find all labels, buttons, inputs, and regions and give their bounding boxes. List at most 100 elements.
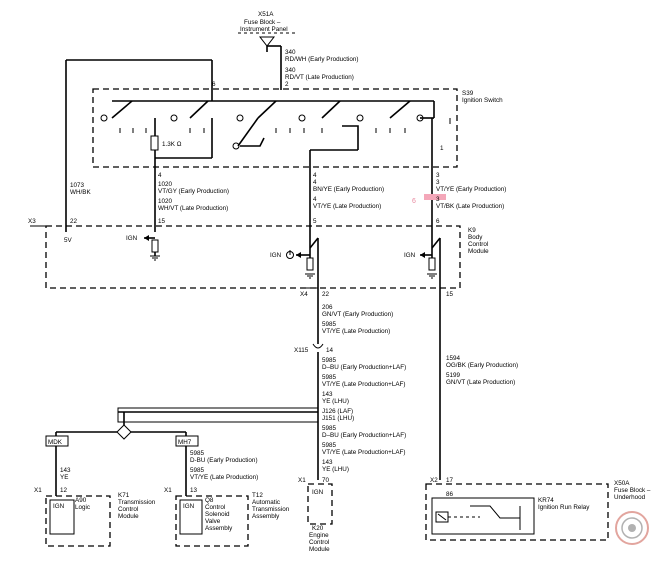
solenoid-box xyxy=(179,499,203,535)
fuse-block-uh-id: X50A xyxy=(614,480,630,487)
mid-c5985b-color: D–BU (Early Production+LAF) xyxy=(322,364,406,371)
wire-left-c2: 1020 xyxy=(158,198,173,205)
switch-arm xyxy=(389,100,411,119)
wire-left-c2-color: WH/VT (Late Production) xyxy=(158,205,228,212)
bcm-5v: 5V xyxy=(64,237,73,244)
feed-340-late-color: RD/VT (Late Production) xyxy=(285,74,354,81)
ground-icon xyxy=(305,273,315,279)
relay-pin2: 86 xyxy=(446,491,454,498)
switch-arm xyxy=(321,100,341,119)
bcm-name-2: Control xyxy=(468,241,488,248)
bcm-right-resistor xyxy=(428,257,436,271)
switch-arm xyxy=(257,100,277,119)
ignition-switch-box xyxy=(92,88,458,168)
sol-x: X1 xyxy=(164,487,172,494)
tcm-pin: 12 xyxy=(60,487,68,494)
tcm-sub: A90 xyxy=(75,497,87,504)
splice-x115: X115 xyxy=(294,347,309,354)
mid-c5985d: 5985 xyxy=(322,425,337,432)
wire-5v-circuit: 1073 xyxy=(70,182,85,189)
bcm-pin22: 22 xyxy=(70,218,78,225)
t12-id: T12 xyxy=(252,492,263,499)
wire-right-c1-color: VT/YE (Early Production) xyxy=(436,186,506,193)
wire-mid-c1: 4 xyxy=(313,179,317,186)
bcm-name-3: Module xyxy=(468,248,489,255)
fuse-block-ip-name-1: Fuse Block – xyxy=(244,19,281,26)
bcm-ign-mid: IGN xyxy=(270,252,282,259)
watermark-logo xyxy=(615,511,649,545)
mid-c206: 206 xyxy=(322,304,333,311)
fuse-block-uh-name-2: Underhood xyxy=(614,494,646,501)
mh7-wire-c2-color: VT/YE (Late Production) xyxy=(190,474,258,481)
switch-arm-lower xyxy=(237,117,259,147)
mid-c143b-color: YE (LHU) xyxy=(322,466,349,473)
right-c5199: 5199 xyxy=(446,372,461,379)
sol-sub-4: Assembly xyxy=(205,525,233,532)
wire-left-c1: 1020 xyxy=(158,181,173,188)
fuse-block-ip-id: X51A xyxy=(258,11,274,18)
ignition-switch-pin1: 1 xyxy=(440,145,444,152)
ecm-name-1: Engine xyxy=(309,532,329,539)
bcm-x3: X3 xyxy=(28,218,36,225)
tcm-name-3: Module xyxy=(118,513,139,520)
splice-pack xyxy=(117,407,319,423)
resistor-label: 1.3K Ω xyxy=(162,141,182,148)
tcm-ign: IGN xyxy=(53,503,65,510)
switch-contact xyxy=(170,114,178,122)
mid-c5985a-color: VT/YE (Late Production) xyxy=(322,328,390,335)
relay-coil-slash xyxy=(437,513,447,521)
fuse-block-ip-name-2: Instrument Panel xyxy=(240,26,288,33)
switch-contact xyxy=(232,142,240,150)
feed-340-late: 340 xyxy=(285,67,296,74)
switch-contact xyxy=(298,114,306,122)
fuse-block-uh-name-1: Fuse Block – xyxy=(614,487,651,494)
right-c5199-color: GN/VT (Late Production) xyxy=(446,379,515,386)
tcm-box xyxy=(45,495,111,547)
ignition-switch-pin6: 6 xyxy=(212,81,216,88)
option-mdk-box xyxy=(45,435,69,447)
splice-connector xyxy=(312,343,324,349)
bcm-pin15b: 15 xyxy=(446,291,454,298)
mid-c5985e-color: VT/YE (Late Production+LAF) xyxy=(322,449,405,456)
bcm-ign-left: IGN xyxy=(126,235,138,242)
switch-contact xyxy=(100,114,108,122)
tcm-x: X1 xyxy=(34,487,42,494)
wire-mid-c2-color: VT/YE (Late Production) xyxy=(313,203,381,210)
bcm-pin5: 5 xyxy=(313,218,317,225)
tcm-name-1: Transmission xyxy=(118,499,156,506)
mid-c5985c-color: VT/YE (Late Production+LAF) xyxy=(322,381,405,388)
mid-c5985c: 5985 xyxy=(322,374,337,381)
bcm-right-switch xyxy=(431,237,441,249)
bcm-mid-arrowhead xyxy=(296,252,301,258)
relay-box xyxy=(431,497,535,535)
wire-mid-c1-color: BN/YE (Early Production) xyxy=(313,186,384,193)
option-mdk: MDK xyxy=(48,439,63,446)
bcm-x4: X4 xyxy=(300,291,308,298)
switch-bracket xyxy=(342,125,359,136)
switch-contact xyxy=(356,114,364,122)
wire-5v-color: WH/BK xyxy=(70,189,91,196)
mid-c5985a: 5985 xyxy=(322,321,337,328)
relay-name: Ignition Run Relay xyxy=(538,504,590,511)
right-c1594-color: OG/BK (Early Production) xyxy=(446,362,518,369)
wire-right-c2: 3 xyxy=(436,196,440,203)
bcm-ign-right: IGN xyxy=(404,252,416,259)
tcm-name-2: Control xyxy=(118,506,138,513)
ignition-switch-name: Ignition Switch xyxy=(462,97,503,104)
mid-c5985d-color: D–BU (Early Production+LAF) xyxy=(322,432,406,439)
sol-sub-3: Valve xyxy=(205,518,221,525)
ecm-name-2: Control xyxy=(309,539,329,546)
right-c1594: 1594 xyxy=(446,355,461,362)
switch-arm xyxy=(189,100,209,119)
switch-position-ticks xyxy=(119,118,451,133)
ecm-x: X1 xyxy=(298,477,306,484)
t12-name-3: Assembly xyxy=(252,513,280,520)
wire-left-pin: 4 xyxy=(158,172,162,179)
option-mh7-box xyxy=(175,435,199,447)
switch-arm-lower-2 xyxy=(240,137,265,147)
mid-c143: 143 xyxy=(322,391,333,398)
t12-box xyxy=(175,495,249,547)
tcm-logic-box xyxy=(49,499,75,535)
sol-sub-1: Control xyxy=(205,504,225,511)
